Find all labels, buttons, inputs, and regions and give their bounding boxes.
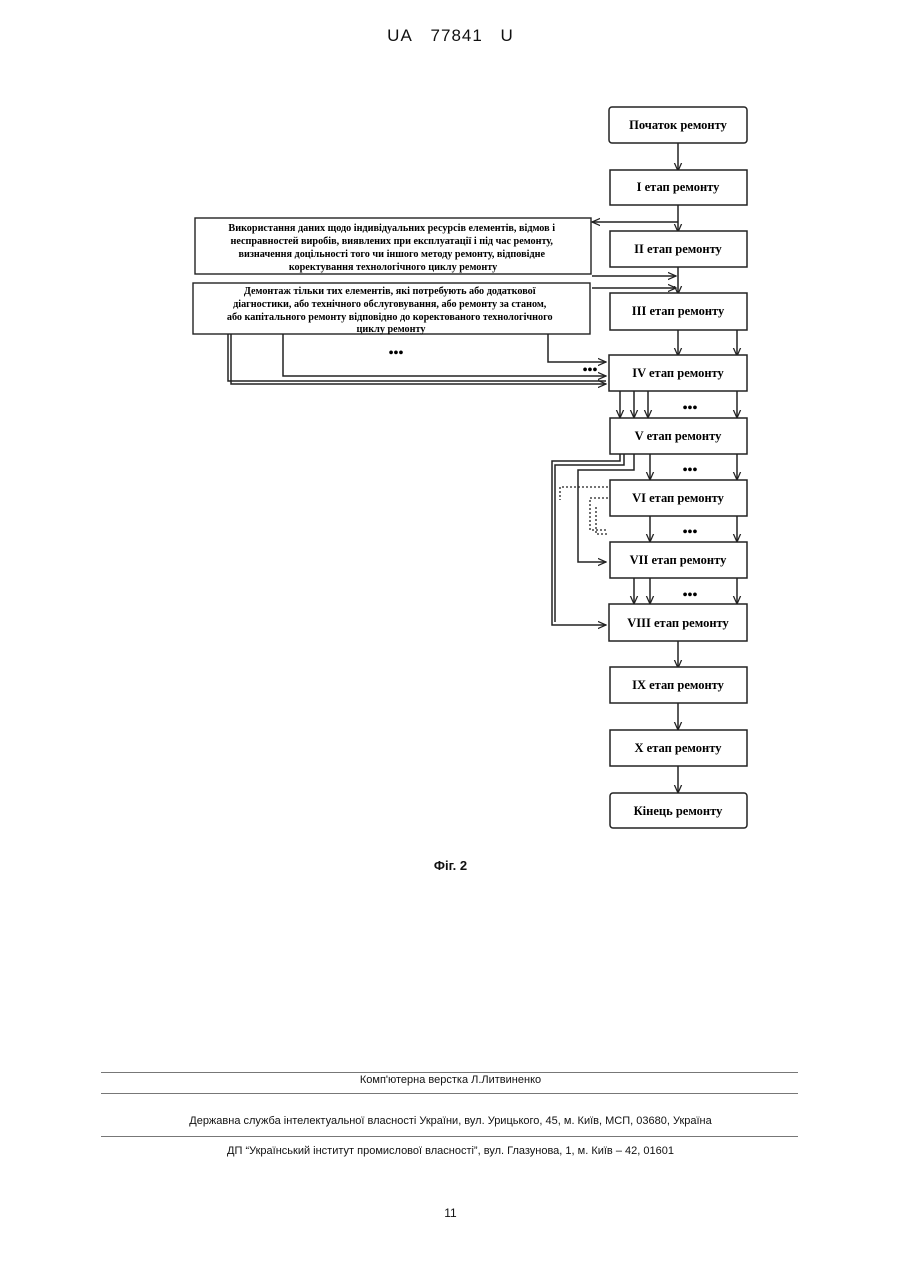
stage-1: I етап ремонту (610, 170, 747, 205)
stage-3-label: III етап ремонту (632, 304, 725, 318)
stage-5-label: V етап ремонту (635, 429, 722, 443)
stage-10: X етап ремонту (610, 730, 747, 766)
stage-7: VII етап ремонту (610, 542, 747, 578)
typesetting-credit: Комп'ютерна верстка Л.Литвиненко (0, 1074, 901, 1086)
stage-6-label: VI етап ремонту (632, 491, 725, 505)
page-number: 11 (0, 1206, 901, 1220)
agency-address: Державна служба інтелектуальної власност… (0, 1115, 901, 1127)
stage-2: II етап ремонту (610, 231, 747, 267)
note2-line: Демонтаж тільки тих елементів, які потре… (244, 286, 536, 297)
stage-7-label: VII етап ремонту (630, 553, 727, 567)
stage-9-label: IX етап ремонту (632, 678, 725, 692)
footer-divider (101, 1136, 798, 1137)
note-resource-data: Використання даних щодо індивідуальних р… (195, 218, 591, 274)
institute-address: ДП “Український інститут промислової вла… (0, 1145, 901, 1157)
stage-1-label: I етап ремонту (637, 180, 721, 194)
ellipsis-mark: ••• (583, 363, 598, 378)
ellipsis-mark: ••• (683, 463, 698, 478)
ellipsis-mark: ••• (683, 588, 698, 603)
stage-start-label: Початок ремонту (629, 118, 727, 132)
stage-start: Початок ремонту (609, 107, 747, 143)
stage-8-label: VIII етап ремонту (627, 616, 729, 630)
note2-line: діагностики, або технічного обслуговуван… (233, 299, 547, 310)
stage-8: VIII етап ремонту (609, 604, 747, 641)
stage-4-label: IV етап ремонту (632, 366, 724, 380)
stage-3: III етап ремонту (610, 293, 747, 330)
stage-9: IX етап ремонту (610, 667, 747, 703)
stage-2-label: II етап ремонту (634, 242, 722, 256)
footer-divider (101, 1093, 798, 1094)
note1-line: несправностей виробів, виявлених при екс… (230, 236, 553, 247)
stage-10-label: X етап ремонту (635, 741, 723, 755)
note1-line: коректування технологічного циклу ремонт… (289, 262, 497, 273)
note1-line: визначення доцільності того чи іншого ме… (238, 249, 545, 260)
note1-line: Використання даних щодо індивідуальних р… (228, 223, 555, 234)
figure-caption: Фіг. 2 (0, 858, 901, 873)
note-dismantling: Демонтаж тільки тих елементів, які потре… (193, 283, 590, 335)
stage-4: IV етап ремонту (609, 355, 747, 391)
ellipsis-mark: ••• (389, 346, 404, 361)
stage-5: V етап ремонту (610, 418, 747, 454)
repair-flowchart: Використання даних щодо індивідуальних р… (0, 0, 901, 860)
stage-6: VI етап ремонту (610, 480, 747, 516)
ellipsis-mark: ••• (683, 401, 698, 416)
note2-line: циклу ремонту (357, 324, 426, 335)
note2-line: або капітального ремонту відповідно до к… (227, 312, 553, 323)
ellipsis-mark: ••• (683, 525, 698, 540)
footer-divider (101, 1072, 798, 1073)
stage-end-label: Кінець ремонту (634, 804, 724, 818)
stage-end: Кінець ремонту (610, 793, 747, 828)
